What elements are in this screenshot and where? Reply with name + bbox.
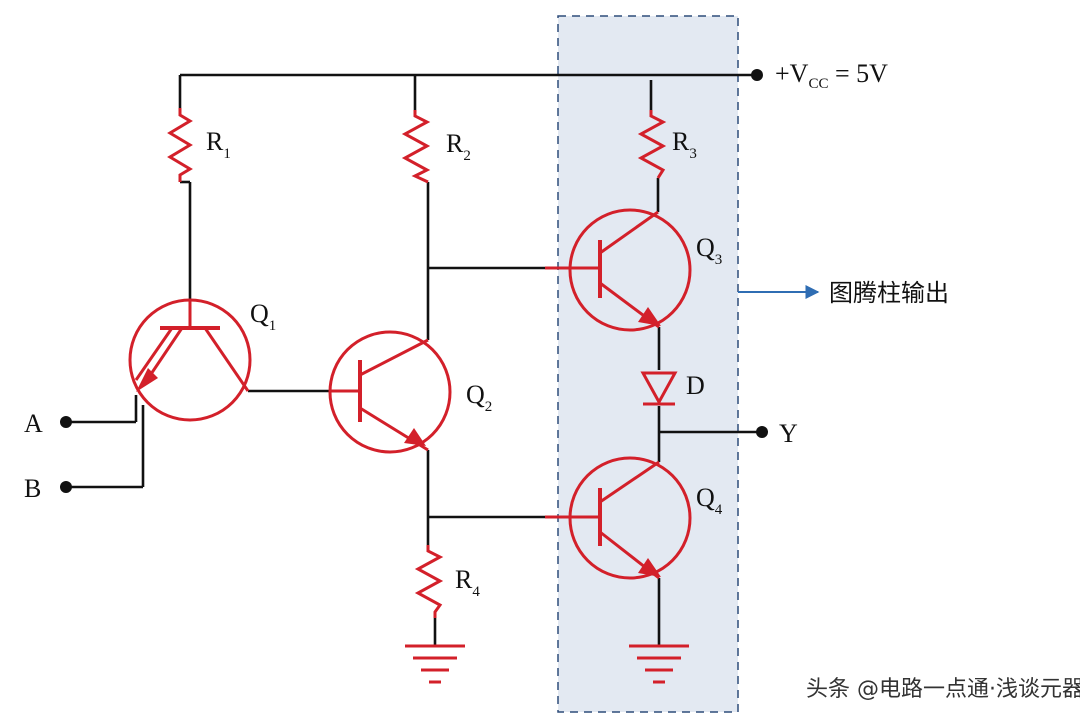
transistor-q3	[545, 208, 692, 332]
q2-label: Q2	[466, 380, 492, 415]
q1-label: Q1	[250, 299, 276, 334]
q4-label: Q4	[696, 483, 723, 518]
q3-label: Q3	[696, 233, 722, 268]
input-b-label: B	[24, 474, 41, 503]
vcc-label: +VCC = 5V	[775, 59, 888, 92]
transistor-q2	[328, 330, 452, 454]
diode-label: D	[686, 371, 705, 400]
resistor-r1	[167, 108, 193, 182]
r1-label: R1	[206, 127, 231, 162]
totem-pole-region	[557, 15, 739, 713]
input-b-terminal	[60, 481, 72, 493]
output-y-terminal	[756, 426, 768, 438]
watermark: 头条 @电路一点通·浅谈元器件	[806, 677, 1080, 702]
output-y-label: Y	[779, 419, 798, 448]
r2-label: R2	[446, 129, 471, 164]
resistor-r2	[401, 110, 431, 184]
diode-d	[640, 371, 678, 406]
resistor-r3	[637, 110, 667, 179]
wiring	[66, 73, 760, 645]
r3-label: R3	[672, 127, 697, 162]
ground-symbol-r4	[405, 644, 465, 684]
r4-label: R4	[455, 565, 480, 600]
ground-symbol-q4	[629, 644, 689, 684]
transistor-q4	[545, 456, 692, 580]
totem-pole-callout: 图腾柱输出	[829, 279, 949, 307]
input-a-terminal	[60, 416, 72, 428]
vcc-terminal	[751, 69, 763, 81]
resistor-r4	[414, 545, 444, 618]
transistor-q1	[128, 298, 252, 422]
input-a-label: A	[24, 409, 43, 438]
